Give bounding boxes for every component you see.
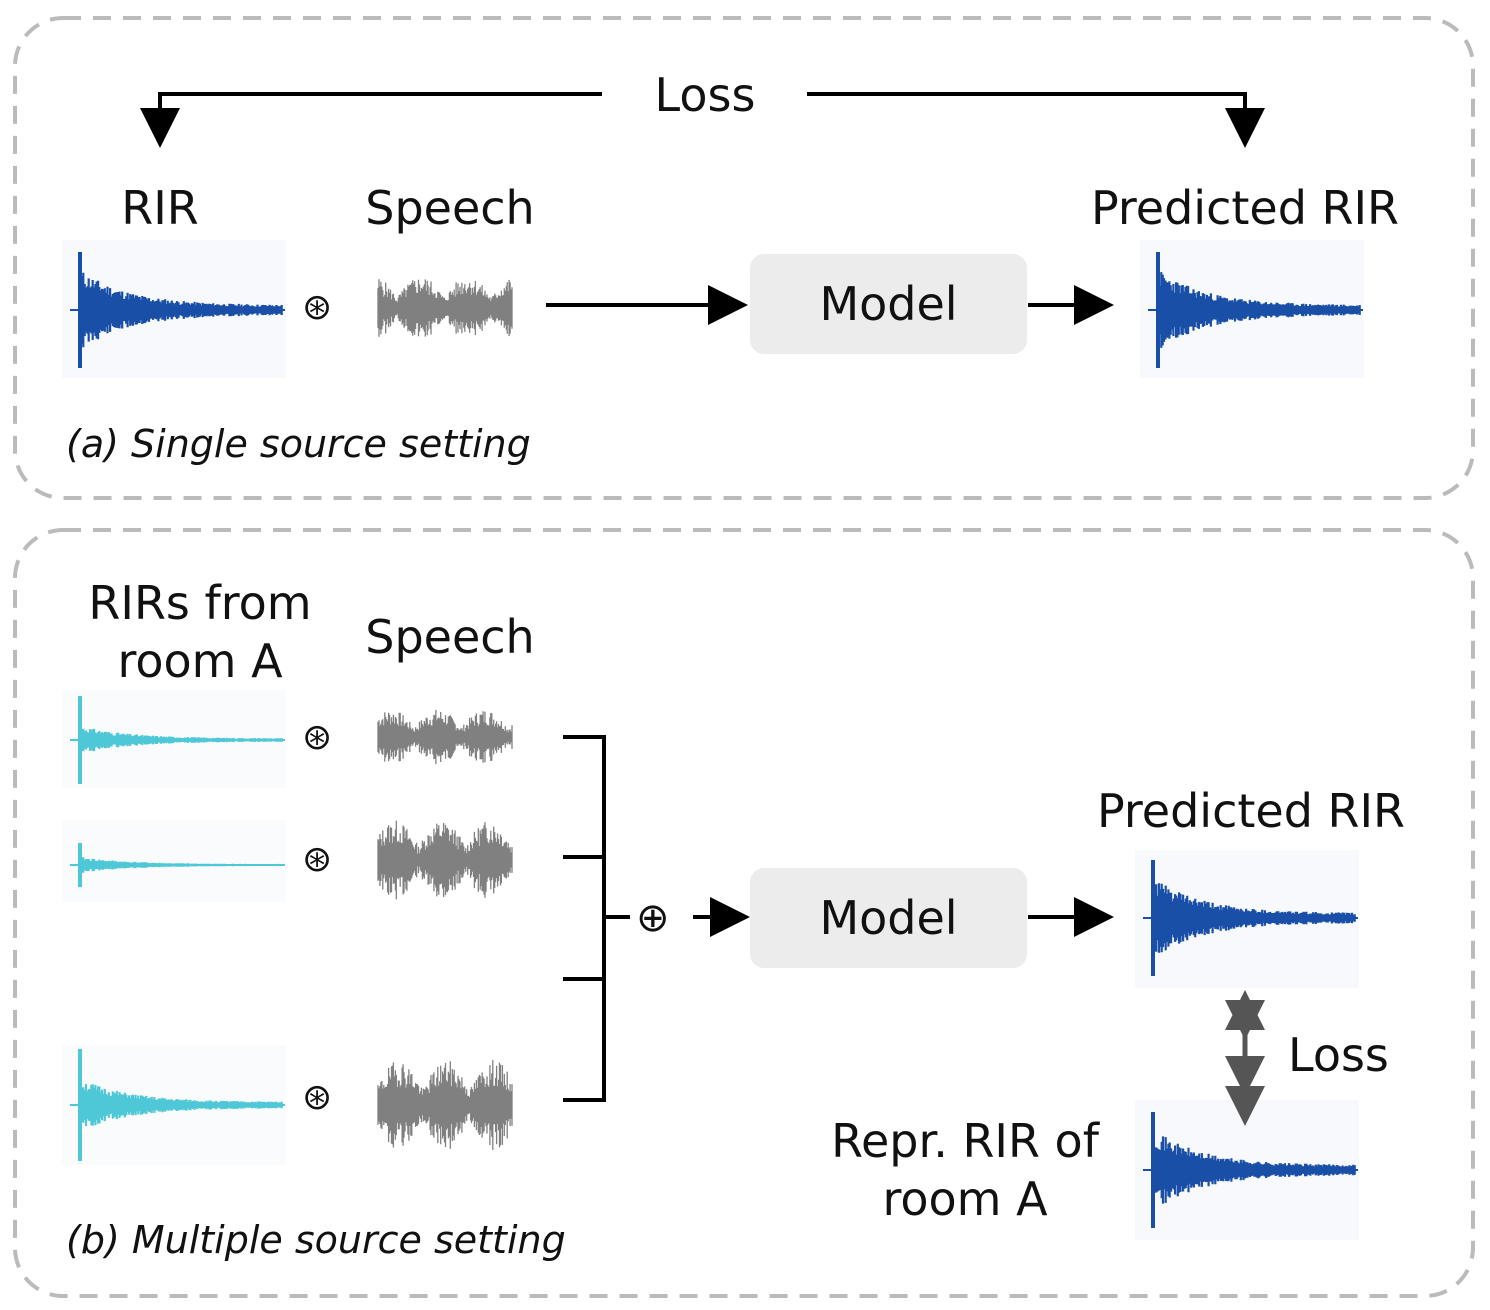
panel-a-caption: (a) Single source setting: [66, 422, 531, 466]
panel-a-model-box: Model: [750, 254, 1027, 354]
panel-b-rir2-waveform: [70, 843, 285, 887]
panel-b-sum-bracket: [563, 735, 630, 1102]
panel-b-caption: (b) Multiple source setting: [66, 1218, 566, 1262]
panel-a-frame: [13, 16, 1475, 500]
panel-b-speech-label: Speech: [365, 610, 535, 664]
panel-a-rir-waveform: [70, 252, 285, 368]
panel-b-convolve-symbol-2: ⊛: [302, 839, 333, 880]
panel-a-loss-line-right: [807, 92, 1265, 148]
panel-b-speech2-waveform: [377, 820, 513, 900]
panel-b-repr-label-line2: room A: [882, 1172, 1048, 1226]
panel-a-predicted-waveform: [1148, 252, 1363, 368]
panel-b-rirs-label-line2: room A: [117, 634, 283, 688]
panel-b-sum-symbol: ⊕: [636, 895, 670, 941]
panel-b-repr-label-line1: Repr. RIR of: [831, 1114, 1099, 1168]
panel-b-convolve-symbol-3: ⊛: [302, 1077, 333, 1118]
panel-a-rir-label: RIR: [121, 181, 199, 235]
panel-b-predicted-label: Predicted RIR: [1096, 784, 1406, 838]
panel-b-rir1-waveform: [70, 696, 285, 784]
panel-b-convolve-symbol-1: ⊛: [302, 717, 333, 758]
panel-a-convolve-symbol: ⊛: [302, 287, 333, 328]
panel-b-loss-label: Loss: [1288, 1028, 1389, 1082]
panel-b-speech1-waveform: [377, 709, 513, 765]
panel-b-frame: [13, 528, 1475, 1298]
panel-b-repr-waveform: [1143, 1112, 1358, 1228]
panel-b-predicted-waveform: [1143, 860, 1358, 976]
panel-b-model-box: Model: [750, 868, 1027, 968]
panel-b-rirs-label-line1: RIRs from: [88, 576, 312, 630]
panel-a-predicted-label: Predicted RIR: [1090, 181, 1400, 235]
panel-a-loss-label: Loss: [654, 68, 756, 122]
panel-a-loss-line-left: [140, 92, 602, 148]
panel-b-speech3-waveform: [377, 1060, 513, 1150]
panel-a-speech-label: Speech: [365, 181, 535, 235]
panel-a-speech-waveform: [377, 279, 513, 337]
panel-b-rir3-waveform: [70, 1049, 285, 1161]
